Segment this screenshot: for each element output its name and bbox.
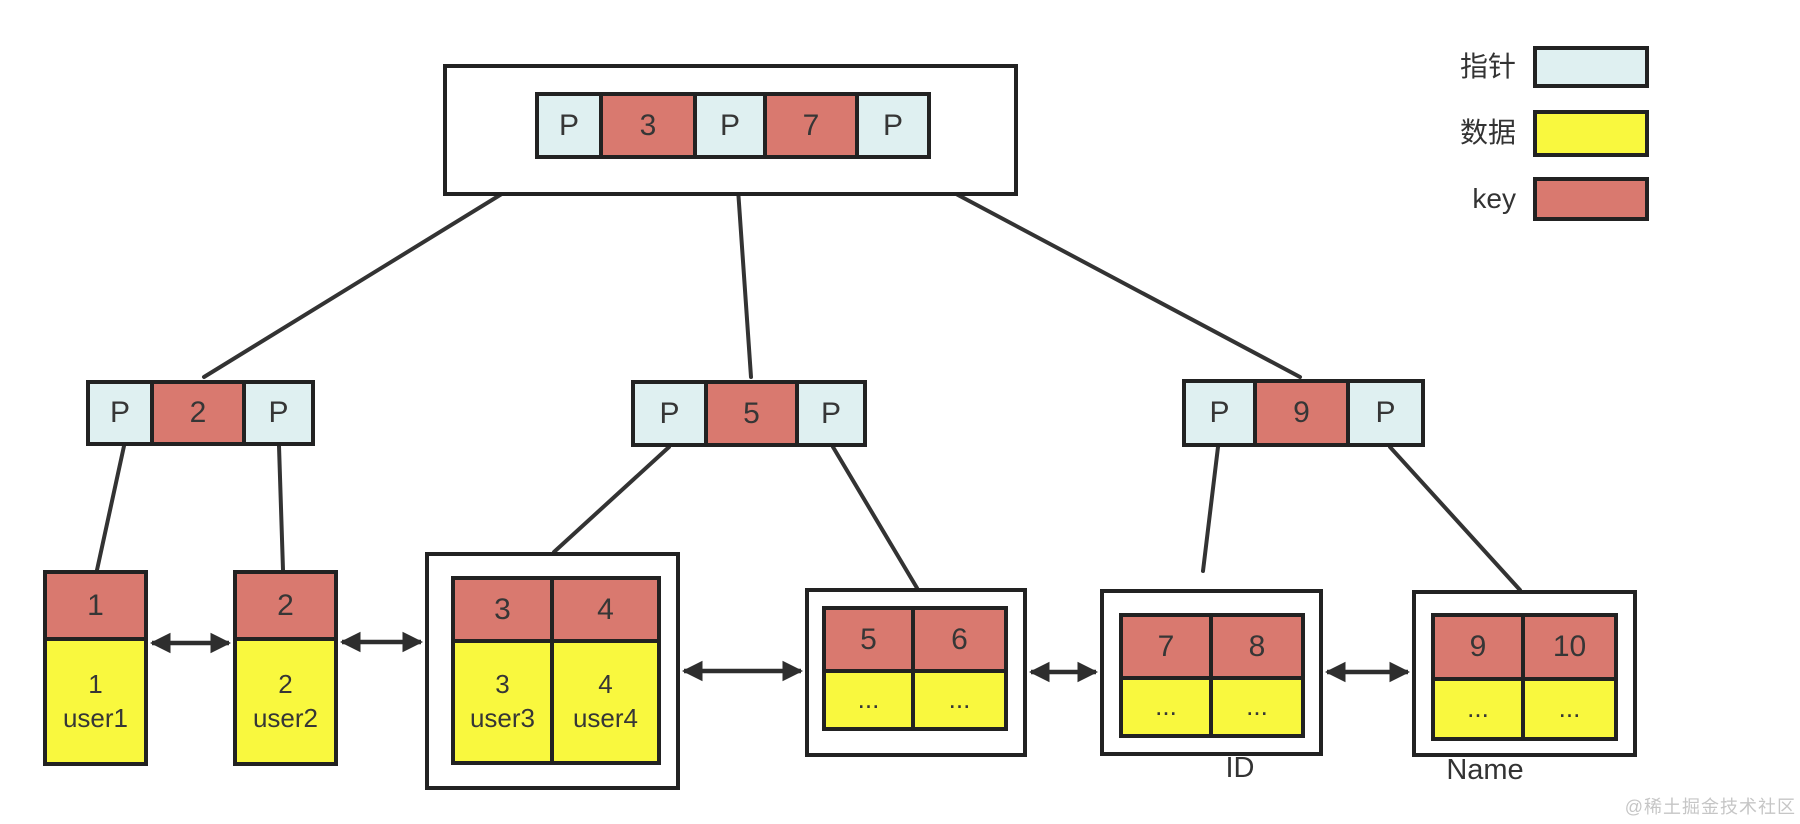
node-label-name: Name (1446, 754, 1524, 786)
leaf6-key-cell-9: 9 (1431, 613, 1525, 681)
tree-edge-mid-p2 (831, 445, 919, 590)
leaf2-data-cell: 2 user2 (233, 641, 338, 766)
root-pointer-cell-1: P (535, 92, 603, 159)
leaf3-data-cell-4: 4 user4 (554, 643, 661, 765)
tree-edge-left-p2 (277, 444, 285, 572)
internal-left-pointer-cell-2: P (246, 380, 315, 446)
legend-label-data: 数据 (1459, 117, 1516, 148)
internal-left-pointer-cell-1: P (86, 380, 154, 446)
tree-edge-right-p1 (1201, 445, 1220, 573)
legend-swatch-data (1533, 110, 1649, 157)
internal-left-key-cell: 2 (154, 380, 246, 446)
tree-edge-mid-p1 (552, 445, 671, 554)
leaf4-key-cell-5: 5 (822, 606, 915, 673)
leaf6-data-cell-10: ... (1525, 681, 1618, 741)
tree-edge-left-p1 (95, 444, 126, 572)
leaf5-data-cell-8: ... (1213, 680, 1305, 738)
leaf1-data-cell: 1 user1 (43, 641, 148, 766)
legend-swatch-key (1533, 177, 1649, 221)
leaf3-data4-id: 4 (598, 669, 613, 700)
leaf3-key-cell-4: 4 (554, 576, 661, 643)
internal-right-pointer-cell-1: P (1182, 379, 1257, 447)
legend-swatch-pointer (1533, 46, 1649, 88)
leaf3-data4-name: user4 (572, 703, 639, 733)
leaf2-key-cell: 2 (233, 570, 338, 641)
tree-edge-right-p2 (1388, 445, 1522, 592)
leaf1-key-cell: 1 (43, 570, 148, 641)
leaf3-key-cell-3: 3 (451, 576, 554, 643)
leaf3-data-cell-3: 3 user3 (451, 643, 554, 765)
leaf2-data-name: user2 (252, 702, 319, 733)
leaf4-data-cell-6: ... (915, 673, 1008, 731)
internal-mid-key-cell: 5 (708, 380, 799, 447)
internal-mid-pointer-cell-1: P (631, 380, 708, 447)
leaf4-key-cell-6: 6 (915, 606, 1008, 673)
legend-label-key: key (1472, 183, 1516, 214)
leaf5-data-cell-7: ... (1119, 680, 1213, 738)
root-key-cell-7: 7 (767, 92, 859, 159)
leaf6-data-cell-9: ... (1431, 681, 1525, 741)
leaf3-data3-name: user3 (469, 703, 536, 733)
root-key-cell-3: 3 (603, 92, 697, 159)
internal-mid-pointer-cell-2: P (799, 380, 867, 447)
leaf6-key-cell-10: 10 (1525, 613, 1618, 681)
leaf3-data3-id: 3 (495, 669, 510, 700)
leaf2-data-id: 2 (278, 668, 293, 699)
internal-right-pointer-cell-2: P (1350, 379, 1425, 447)
root-pointer-cell-3: P (859, 92, 931, 159)
node-label-id: ID (1225, 752, 1255, 784)
legend-label-pointer: 指针 (1459, 51, 1516, 82)
leaf5-key-cell-8: 8 (1213, 613, 1305, 680)
watermark: @稀土掘金技术社区 (1624, 797, 1796, 817)
leaf1-data-id: 1 (88, 668, 103, 699)
internal-right-key-cell: 9 (1257, 379, 1350, 447)
leaf5-key-cell-7: 7 (1119, 613, 1213, 680)
leaf4-data-cell-5: ... (822, 673, 915, 731)
leaf1-data-name: user1 (62, 702, 129, 733)
root-pointer-cell-2: P (697, 92, 767, 159)
